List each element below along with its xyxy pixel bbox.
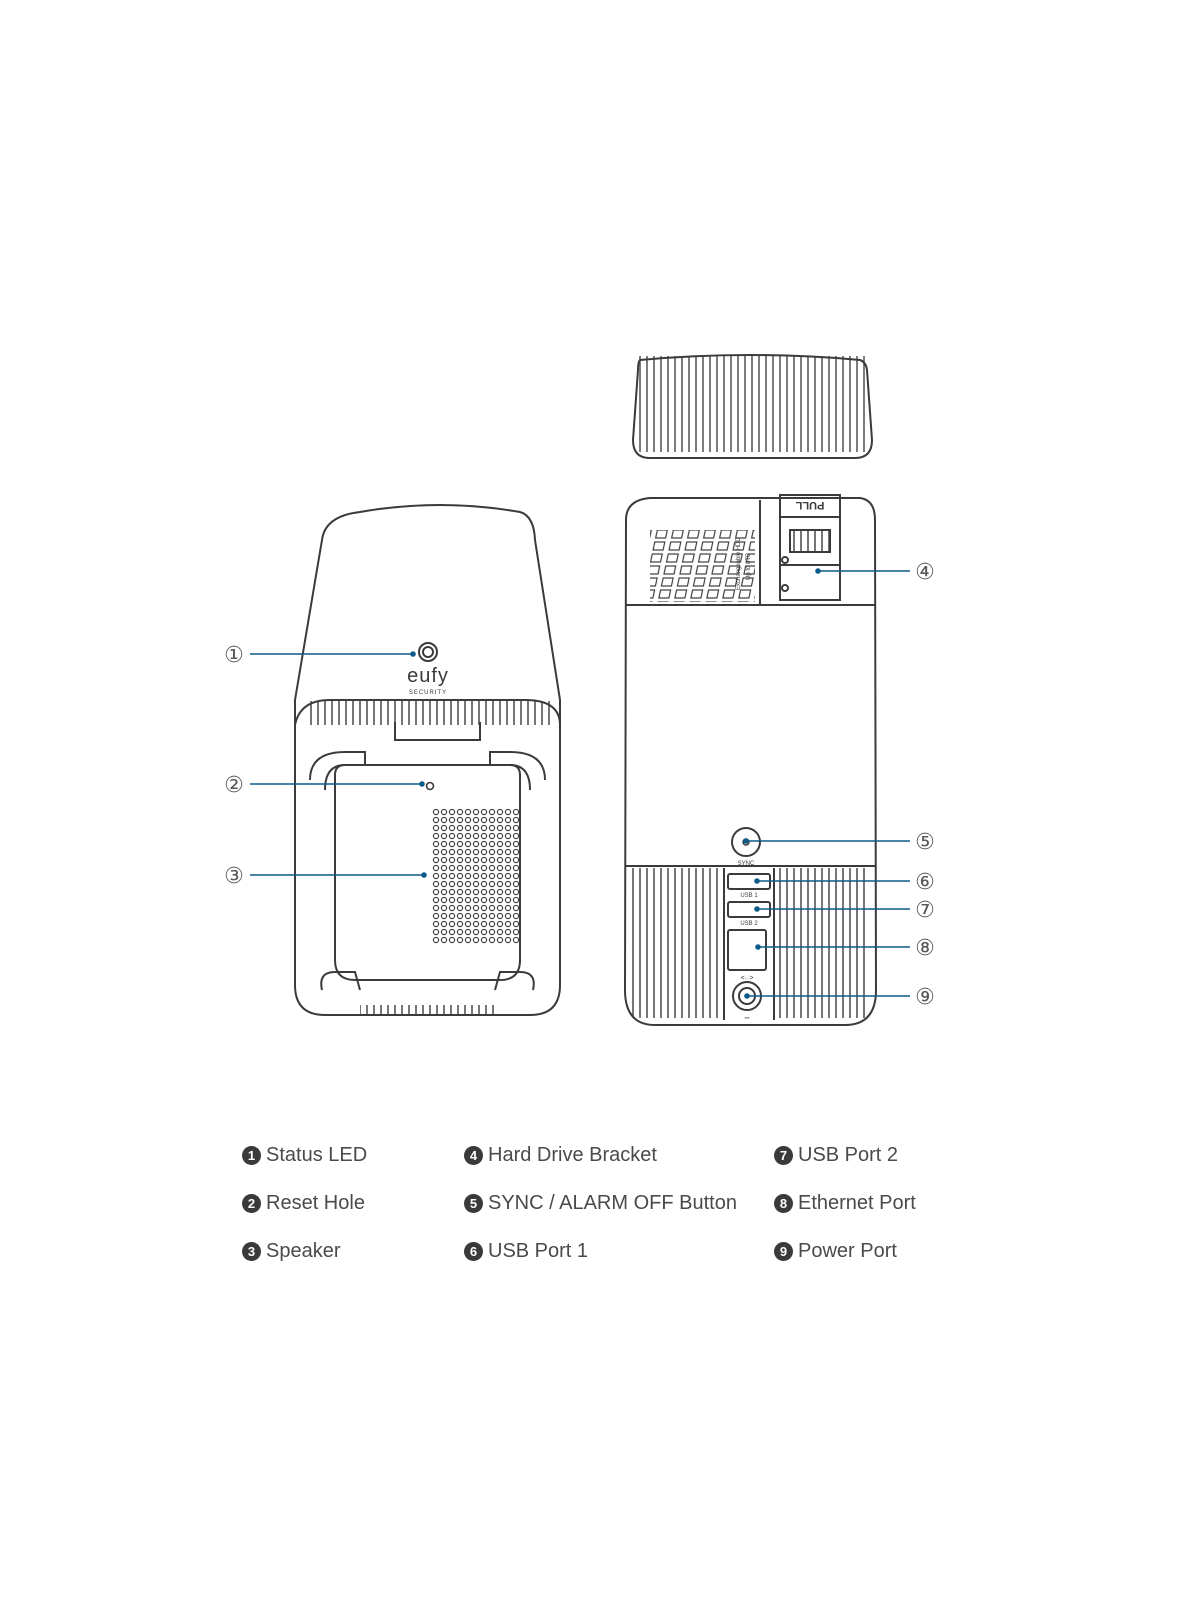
legend-label: Hard Drive Bracket bbox=[488, 1143, 657, 1166]
legend-item-status-led: 1 Status LED bbox=[242, 1138, 464, 1172]
reset-hole-mark bbox=[425, 781, 435, 791]
legend-num-badge: 6 bbox=[464, 1241, 483, 1261]
callout-4: ④ bbox=[915, 560, 935, 585]
power-label: ⎓ bbox=[745, 1015, 750, 1022]
callout-2: ② bbox=[224, 773, 244, 798]
rear-body bbox=[623, 497, 878, 1026]
front-panel bbox=[334, 764, 521, 981]
legend-item-power-port: 9 Power Port bbox=[774, 1234, 962, 1268]
callout-6: ⑥ bbox=[915, 870, 935, 895]
usb1-label: USB 1 bbox=[740, 893, 758, 899]
front-lower-section bbox=[294, 699, 561, 726]
speaker-grille bbox=[432, 808, 520, 944]
legend-label: Reset Hole bbox=[266, 1191, 365, 1214]
legend-num-badge: 2 bbox=[242, 1193, 261, 1213]
parts-legend: 1 Status LED 4 Hard Drive Bracket 7 USB … bbox=[242, 1138, 962, 1268]
callout-1: ① bbox=[224, 643, 244, 668]
leader-lines bbox=[250, 568, 910, 999]
sync-label: SYNC bbox=[738, 861, 755, 867]
callout-5: ⑤ bbox=[915, 830, 935, 855]
legend-item-speaker: 3 Speaker bbox=[242, 1234, 464, 1268]
legend-num-badge: 3 bbox=[242, 1241, 261, 1261]
legend-label: USB Port 2 bbox=[798, 1143, 899, 1166]
bracket-note-text-2: Up to 8TB bbox=[746, 553, 752, 580]
callout-9: ⑨ bbox=[915, 985, 935, 1010]
legend-label: Speaker bbox=[266, 1239, 341, 1262]
legend-item-reset-hole: 2 Reset Hole bbox=[242, 1186, 464, 1220]
legend-num-badge: 8 bbox=[774, 1193, 793, 1213]
lid-ribs bbox=[638, 356, 866, 452]
legend-num-badge: 9 bbox=[774, 1241, 793, 1261]
legend-num-badge: 4 bbox=[464, 1145, 483, 1165]
brand-logo-text: eufy bbox=[407, 665, 449, 687]
legend-label: USB Port 1 bbox=[488, 1239, 589, 1262]
bracket-note-text: Exchangeable HDD bbox=[736, 537, 742, 590]
front-body bbox=[294, 504, 561, 1016]
legend-item-hard-drive-bracket: 4 Hard Drive Bracket bbox=[464, 1138, 774, 1172]
legend-item-usb-port-2: 7 USB Port 2 bbox=[774, 1138, 962, 1172]
legend-label: Ethernet Port bbox=[798, 1191, 916, 1214]
legend-num-badge: 5 bbox=[464, 1193, 483, 1213]
usb2-label: USB 2 bbox=[740, 921, 758, 927]
legend-label: Power Port bbox=[798, 1239, 897, 1262]
legend-label: SYNC / ALARM OFF Button bbox=[488, 1191, 737, 1214]
callout-7: ⑦ bbox=[915, 898, 935, 923]
front-rib-band bbox=[305, 701, 550, 725]
front-view bbox=[294, 504, 561, 1016]
brand-sub-text: SECURITY bbox=[409, 690, 447, 696]
ethernet-port-shape bbox=[727, 929, 767, 971]
callout-3: ③ bbox=[224, 864, 244, 889]
callout-8: ⑧ bbox=[915, 936, 935, 961]
ethernet-label: <··> bbox=[741, 975, 754, 982]
status-led-ring bbox=[418, 642, 438, 662]
hard-drive-bracket-shape bbox=[759, 494, 841, 605]
legend-item-usb-port-1: 6 USB Port 1 bbox=[464, 1234, 774, 1268]
sync-button-shape bbox=[731, 827, 761, 857]
top-grille bbox=[650, 530, 755, 602]
legend-num-badge: 7 bbox=[774, 1145, 793, 1165]
pull-text: PULL bbox=[795, 499, 824, 511]
legend-label: Status LED bbox=[266, 1143, 368, 1166]
legend-item-sync-button: 5 SYNC / ALARM OFF Button bbox=[464, 1186, 774, 1220]
legend-num-badge: 1 bbox=[242, 1145, 261, 1165]
legend-item-ethernet-port: 8 Ethernet Port bbox=[774, 1186, 962, 1220]
rear-view bbox=[623, 354, 878, 1026]
